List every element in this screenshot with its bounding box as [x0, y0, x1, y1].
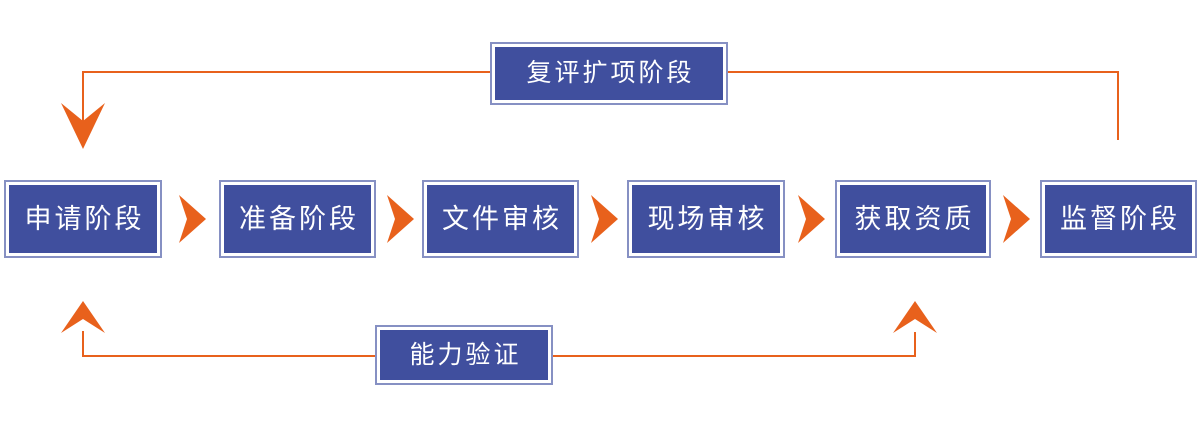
stage-box-fill: 准备阶段 [224, 185, 371, 253]
stage-box-document-review: 文件审核 [422, 180, 579, 258]
stage-label: 文件审核 [442, 203, 562, 234]
flow-chevron-icon-3 [591, 195, 618, 243]
feedback-label-fill: 能力验证 [380, 330, 548, 380]
flow-chevron-icon-1 [179, 195, 206, 243]
stage-label: 现场审核 [647, 203, 768, 234]
feedback-label-fill: 复评扩项阶段 [495, 47, 723, 100]
stage-box-application: 申请阶段 [4, 180, 162, 258]
arrowhead-up-right-icon [893, 301, 937, 333]
stage-box-fill: 监督阶段 [1045, 185, 1192, 253]
stage-box-fill: 获取资质 [840, 185, 986, 253]
flow-chevron-icon-5 [1003, 195, 1030, 243]
stage-label: 准备阶段 [239, 203, 359, 234]
stage-label: 获取资质 [854, 203, 975, 234]
stage-box-onsite-review: 现场审核 [627, 180, 785, 258]
stage-box-fill: 现场审核 [632, 185, 780, 253]
feedback-label-text: 能力验证 [409, 340, 522, 369]
arrowhead-up-left-icon [61, 301, 105, 333]
flow-chevron-icon-4 [798, 195, 825, 243]
feedback-label-reevaluation: 复评扩项阶段 [490, 42, 728, 105]
flow-chevron-icon-2 [387, 195, 414, 243]
stage-box-supervision: 监督阶段 [1040, 180, 1197, 258]
arrowhead-down-icon [61, 103, 105, 149]
stage-box-obtain-qualification: 获取资质 [835, 180, 991, 258]
feedback-label-capability-verification: 能力验证 [375, 325, 553, 385]
stage-label: 申请阶段 [24, 203, 145, 234]
stage-box-fill: 申请阶段 [9, 185, 157, 253]
stage-label: 监督阶段 [1060, 203, 1180, 234]
stage-box-preparation: 准备阶段 [219, 180, 376, 258]
stage-box-fill: 文件审核 [427, 185, 574, 253]
feedback-label-text: 复评扩项阶段 [526, 59, 695, 87]
